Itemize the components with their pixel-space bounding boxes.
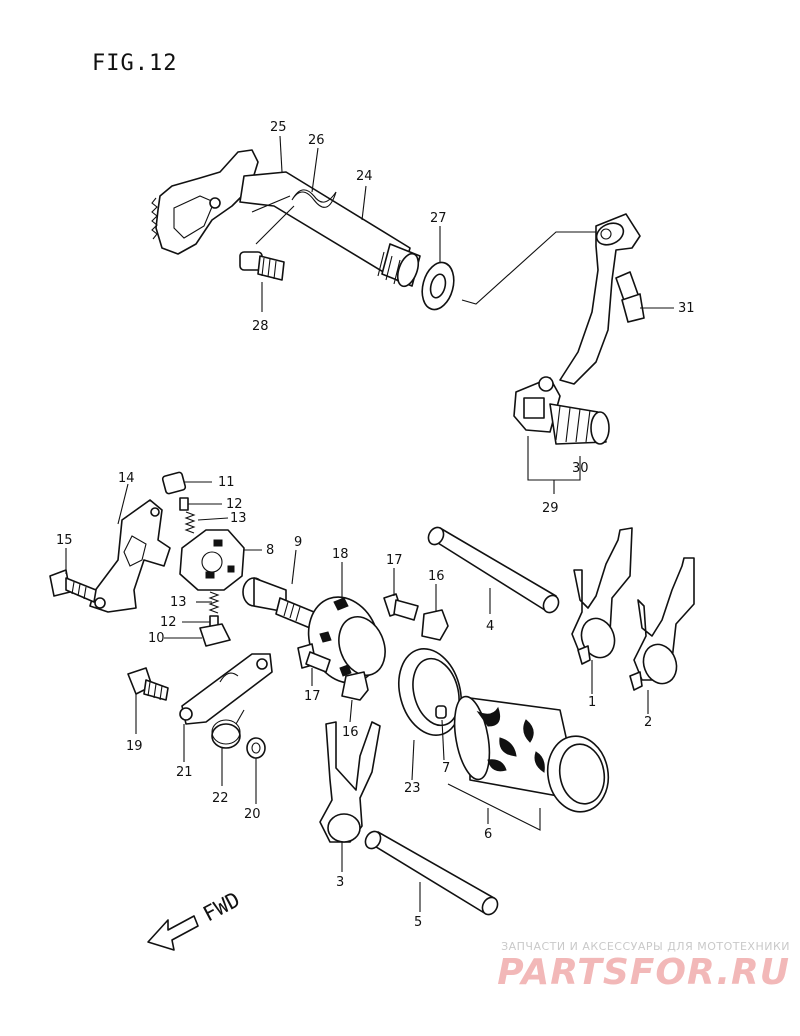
callout-30: 30 [572, 461, 589, 476]
watermark: ЗАПЧАСТИ И АКСЕССУАРЫ ДЛЯ МОТОТЕХНИКИ PA… [440, 940, 790, 993]
callout-18: 18 [332, 547, 349, 562]
callout-4: 4 [486, 619, 494, 634]
callout-12-upper: 12 [226, 497, 243, 512]
callout-13-upper: 13 [230, 511, 247, 526]
forward-arrow-icon [147, 915, 199, 951]
callout-28: 28 [252, 319, 269, 334]
shift-forks [319, 527, 695, 843]
callout-12-lower: 12 [160, 615, 177, 630]
callout-23: 23 [404, 781, 421, 796]
callout-26: 26 [308, 133, 325, 148]
callout-15: 15 [56, 533, 73, 548]
watermark-logo: PARTSFOR.RU [497, 952, 790, 993]
cam-stopper-assembly [49, 471, 245, 647]
figure-title: FIG.12 [92, 51, 177, 76]
callout-3: 3 [336, 875, 344, 890]
callout-20: 20 [244, 807, 261, 822]
callout-6: 6 [484, 827, 492, 842]
callout-10: 10 [148, 631, 165, 646]
callout-13-lower: 13 [170, 595, 187, 610]
shift-arm-assembly [127, 653, 273, 759]
shift-cam-parts [242, 577, 449, 701]
forward-label: FWD [199, 887, 244, 926]
leader-lines [65, 135, 674, 912]
callout-22: 22 [212, 791, 229, 806]
callout-19: 19 [126, 739, 143, 754]
callout-7: 7 [442, 761, 450, 776]
callout-1: 1 [588, 695, 596, 710]
shift-fork-shafts [364, 526, 560, 916]
callout-11: 11 [218, 475, 235, 490]
callout-24: 24 [356, 169, 373, 184]
callout-25: 25 [270, 120, 287, 135]
callout-labels: 25 26 24 27 28 31 30 29 14 11 12 13 8 15… [56, 120, 695, 930]
callout-8: 8 [266, 543, 274, 558]
callout-14: 14 [118, 471, 135, 486]
callout-9: 9 [294, 535, 302, 550]
callout-31: 31 [678, 301, 695, 316]
callout-17-lower: 17 [304, 689, 321, 704]
watermark-tagline: ЗАПЧАСТИ И АКСЕССУАРЫ ДЛЯ МОТОТЕХНИКИ [501, 940, 790, 953]
callout-21: 21 [176, 765, 193, 780]
callout-17-upper: 17 [386, 553, 403, 568]
gear-shift-shaft-assembly [151, 149, 598, 311]
callout-2: 2 [644, 715, 652, 730]
callout-5: 5 [414, 915, 422, 930]
forward-direction-indicator: FWD [147, 887, 244, 951]
callout-29: 29 [542, 501, 559, 516]
callout-16-upper: 16 [428, 569, 445, 584]
shift-drum [398, 647, 610, 831]
callout-16-lower: 16 [342, 725, 359, 740]
callout-27: 27 [430, 211, 447, 226]
gear-shift-lever [513, 213, 645, 494]
